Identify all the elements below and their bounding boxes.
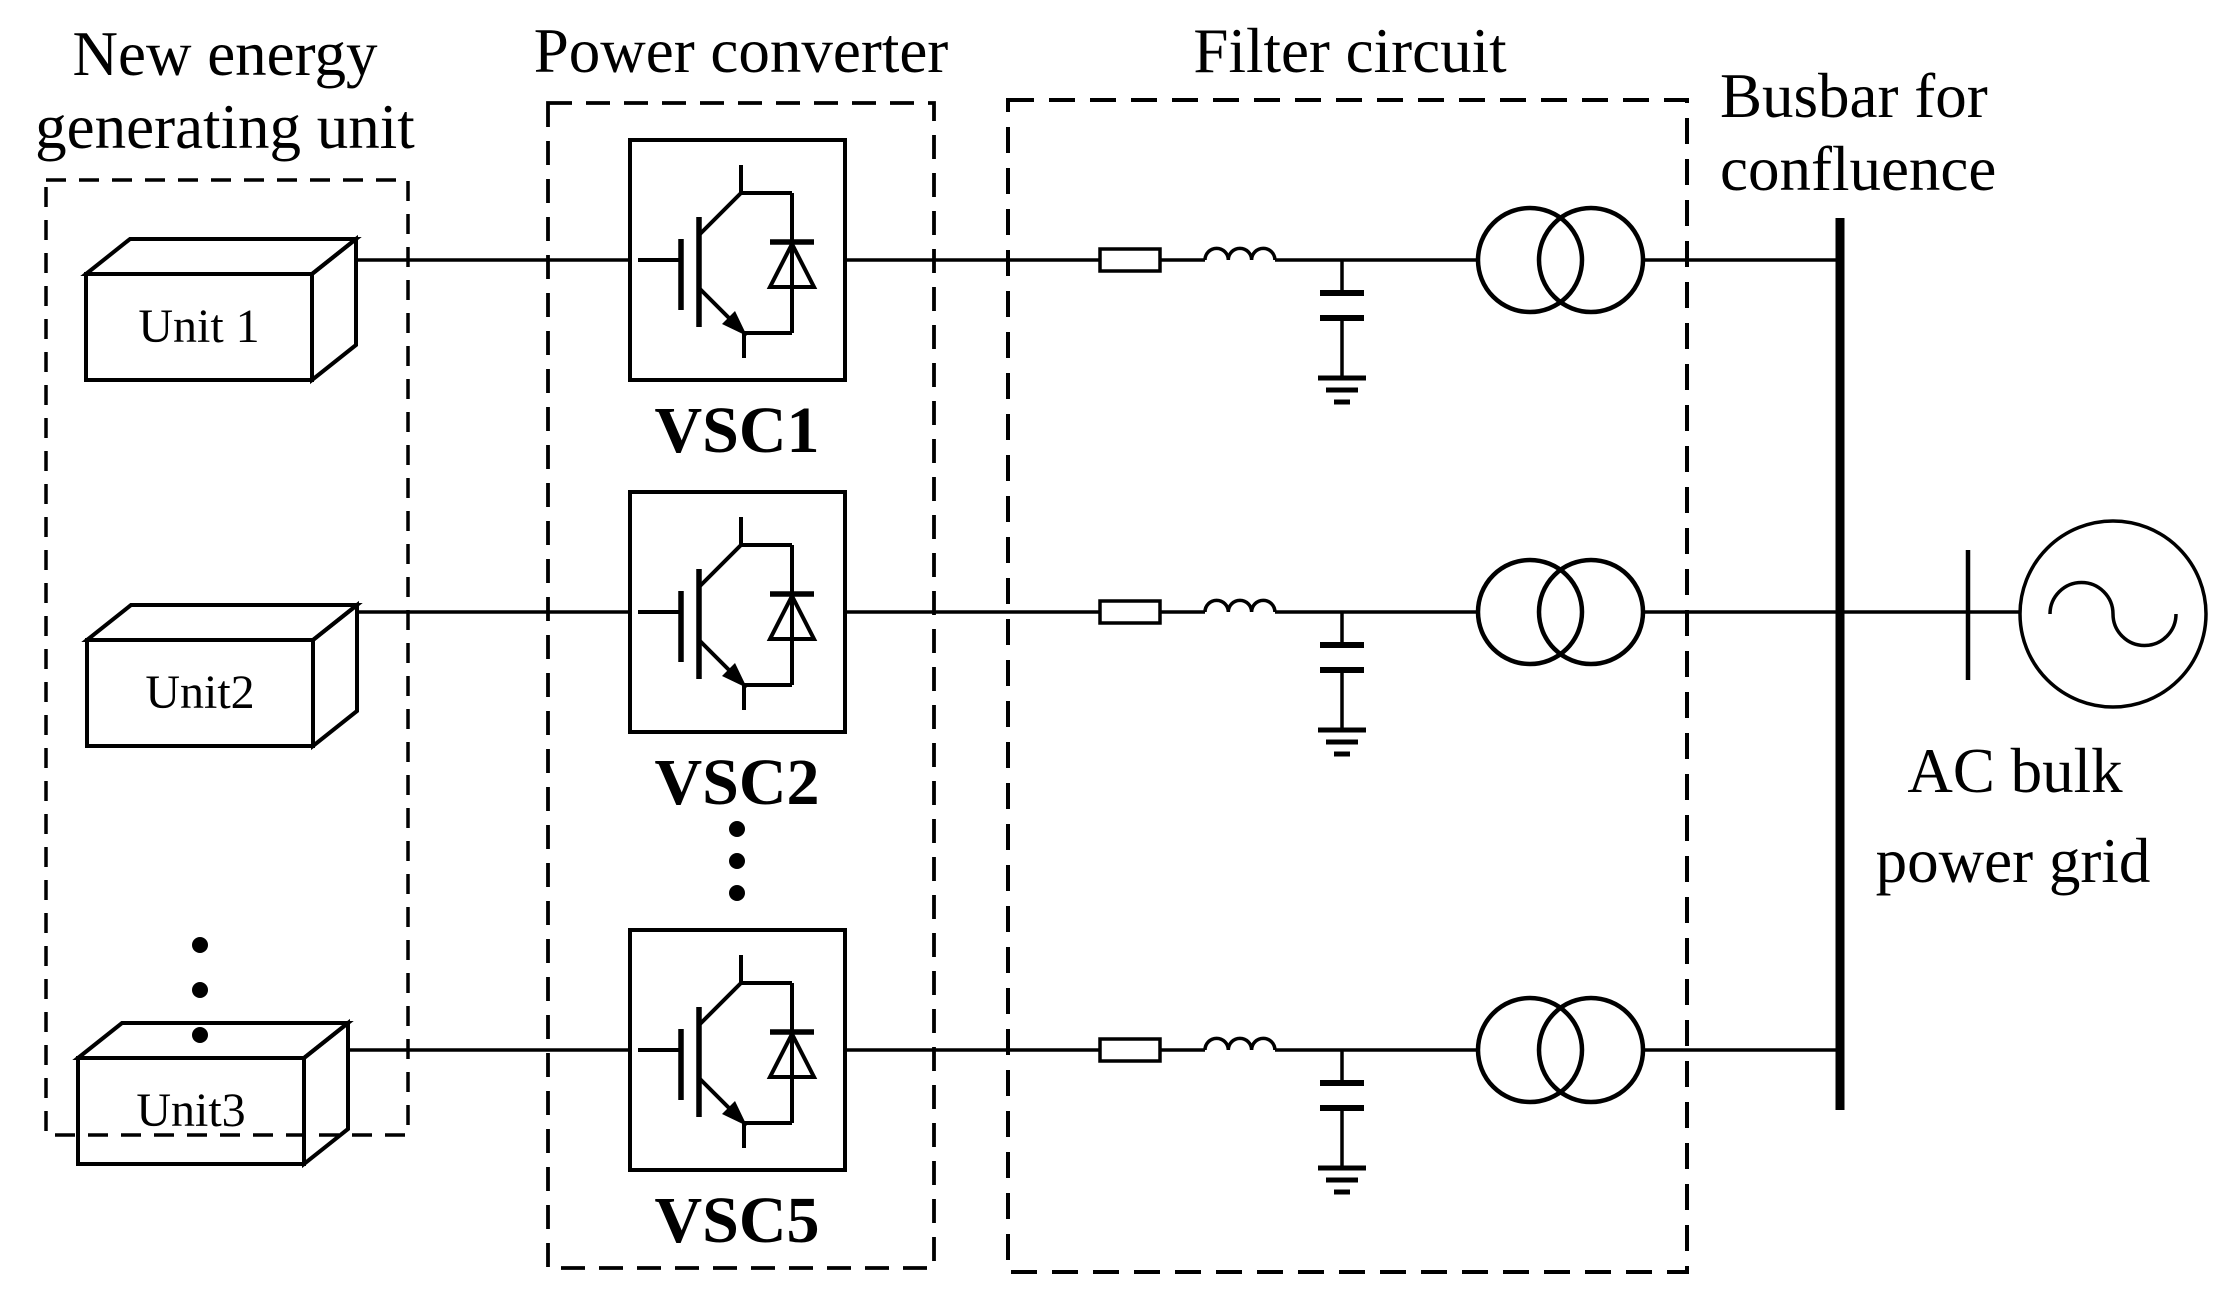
filter-group-label: Filter circuit	[1193, 16, 1507, 86]
transformer-row3	[1478, 998, 1643, 1102]
units-ellipsis-icon	[192, 937, 208, 1043]
resistor-row2	[1098, 599, 1162, 625]
ac-source-icon	[2018, 519, 2208, 709]
feeder-row-2: Unit2 VSC2	[85, 492, 1838, 819]
resistor-row1	[1098, 247, 1162, 273]
generator-group-label-line2: generating unit	[35, 92, 415, 162]
grid-label-line2: power grid	[1876, 826, 2151, 896]
converter-group-label: Power converter	[534, 16, 949, 86]
ellipsis-dot	[729, 885, 745, 901]
vsc2-symbol	[630, 492, 845, 732]
transformer-row2	[1478, 560, 1643, 664]
unit2-label: Unit2	[145, 666, 254, 719]
grid-label-line1: AC bulk	[1907, 736, 2123, 806]
ac-source-sine-wave	[2048, 580, 2178, 648]
vsc1-symbol	[630, 140, 845, 380]
capacitor-row1	[1318, 260, 1366, 402]
ellipsis-dot	[192, 937, 208, 953]
feeder-row-3: Unit3 VSC5	[76, 930, 1838, 1257]
ac-source-circle	[2018, 519, 2208, 709]
generator-group-label-line1: New energy	[73, 19, 378, 89]
inductor-row2	[1203, 598, 1277, 614]
unit3-label: Unit3	[136, 1084, 245, 1137]
resistor-row3	[1098, 1037, 1162, 1063]
busbar-label-line1: Busbar for	[1720, 61, 1988, 131]
converter-group-box	[546, 101, 936, 1270]
converters-ellipsis-icon	[729, 821, 745, 901]
inductor-row3	[1203, 1036, 1277, 1052]
capacitor-row3	[1318, 1050, 1366, 1192]
ellipsis-dot	[192, 1027, 208, 1043]
capacitor-row2	[1318, 612, 1366, 754]
generator-group-box	[44, 178, 410, 1137]
busbar-label-line2: confluence	[1720, 134, 1996, 204]
feeder-row-1: Unit 1 VSC1	[84, 140, 1838, 467]
vsc5-symbol	[630, 930, 845, 1170]
ellipsis-dot	[729, 853, 745, 869]
unit1-label: Unit 1	[138, 300, 259, 353]
transformer-row1	[1478, 208, 1643, 312]
vsc5-label: VSC5	[654, 1184, 819, 1257]
vsc1-label: VSC1	[654, 394, 819, 467]
ellipsis-dot	[729, 821, 745, 837]
vsc2-label: VSC2	[654, 746, 819, 819]
inductor-row1	[1203, 246, 1277, 262]
filter-group-box	[1006, 98, 1689, 1274]
ellipsis-dot	[192, 982, 208, 998]
